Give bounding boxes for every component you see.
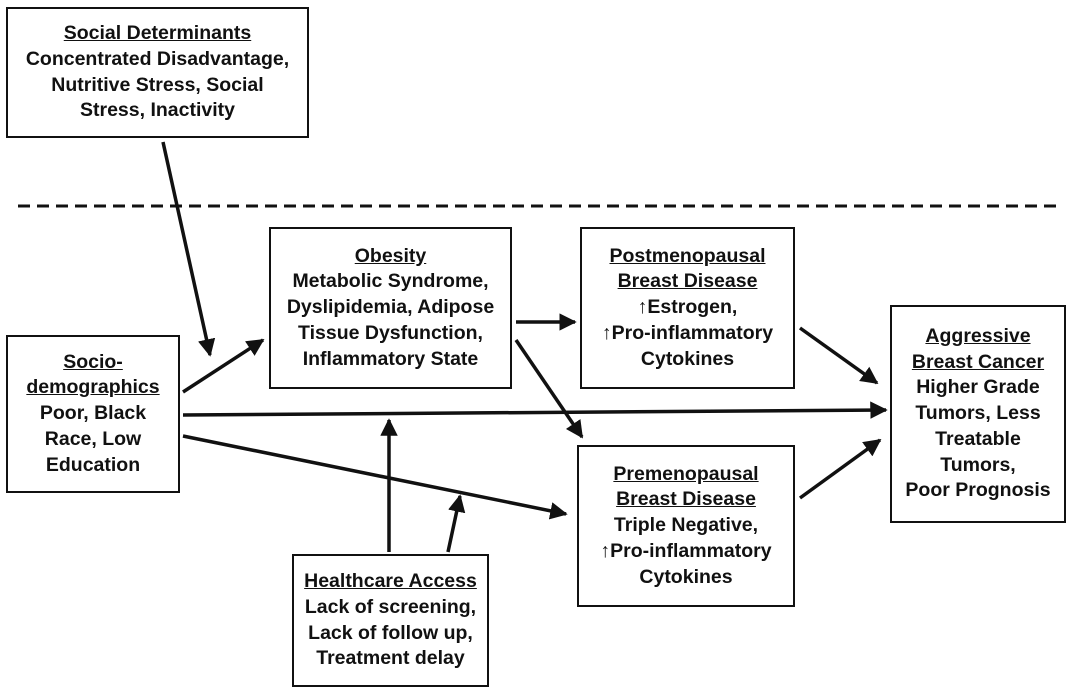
healthcare-access-line: Treatment delay bbox=[316, 647, 465, 670]
obesity-line: Metabolic Syndrome, bbox=[292, 270, 489, 293]
healthcare-access-line: Lack of follow up, bbox=[308, 621, 473, 644]
arrow-socio-to-obesity bbox=[182, 338, 265, 394]
postmenopausal-line: ↑Estrogen, bbox=[637, 296, 738, 319]
sociodemographics-title: Socio- bbox=[63, 350, 123, 373]
sociodemographics-title: demographics bbox=[26, 376, 160, 399]
obesity-line: Dyslipidemia, Adipose bbox=[286, 296, 495, 319]
postmenopausal-box: Postmenopausal Breast Disease ↑Estrogen,… bbox=[580, 227, 795, 389]
arrow-socio-to-aggressive bbox=[182, 401, 888, 419]
obesity-line: Inflammatory State bbox=[302, 347, 479, 370]
postmenopausal-line: Cytokines bbox=[640, 347, 735, 370]
sociodemographics-box: Socio- demographics Poor, Black Race, Lo… bbox=[6, 335, 180, 493]
obesity-line: Tissue Dysfunction, bbox=[298, 321, 483, 344]
arrow-obesity-to-pre bbox=[514, 339, 584, 439]
arrow-post-to-aggressive bbox=[798, 326, 879, 385]
sociodemographics-line: Education bbox=[45, 453, 141, 476]
premenopausal-line: Triple Negative, bbox=[613, 514, 759, 537]
healthcare-access-line: Lack of screening, bbox=[304, 595, 477, 618]
healthcare-access-box: Healthcare Access Lack of screening, Lac… bbox=[292, 554, 489, 687]
arrow-health-to-path bbox=[446, 494, 466, 553]
healthcare-access-title: Healthcare Access bbox=[304, 570, 477, 593]
social-determinants-title: Social Determinants bbox=[63, 22, 252, 45]
aggressive-cancer-line: Tumors, Less bbox=[915, 402, 1041, 425]
premenopausal-line: Cytokines bbox=[639, 565, 733, 588]
arrow-social-to-path bbox=[161, 141, 216, 357]
aggressive-cancer-line: Tumors, bbox=[940, 453, 1016, 476]
social-determinants-line: Concentrated Disadvantage, bbox=[25, 47, 290, 70]
sociodemographics-line: Race, Low bbox=[44, 427, 142, 450]
postmenopausal-title: Breast Disease bbox=[617, 270, 758, 293]
aggressive-cancer-title: Breast Cancer bbox=[911, 350, 1045, 373]
arrow-pre-to-aggressive bbox=[798, 438, 882, 500]
aggressive-cancer-line: Poor Prognosis bbox=[905, 479, 1051, 502]
aggressive-cancer-title: Aggressive bbox=[925, 324, 1031, 347]
premenopausal-line: ↑Pro-inflammatory bbox=[600, 539, 772, 562]
aggressive-cancer-box: Aggressive Breast Cancer Higher Grade Tu… bbox=[890, 305, 1066, 523]
arrow-socio-to-pre bbox=[182, 434, 568, 520]
obesity-box: Obesity Metabolic Syndrome, Dyslipidemia… bbox=[269, 227, 512, 389]
postmenopausal-title: Postmenopausal bbox=[609, 244, 766, 267]
postmenopausal-line: ↑Pro-inflammatory bbox=[601, 321, 774, 344]
sociodemographics-line: Poor, Black bbox=[39, 402, 147, 425]
premenopausal-title: Premenopausal bbox=[613, 462, 759, 485]
aggressive-cancer-line: Treatable bbox=[935, 427, 1021, 450]
social-determinants-line: Stress, Inactivity bbox=[80, 99, 235, 122]
social-determinants-box: Social Determinants Concentrated Disadva… bbox=[6, 7, 309, 138]
premenopausal-box: Premenopausal Breast Disease Triple Nega… bbox=[577, 445, 795, 607]
aggressive-cancer-line: Higher Grade bbox=[916, 376, 1040, 399]
obesity-title: Obesity bbox=[354, 244, 427, 267]
premenopausal-title: Breast Disease bbox=[616, 488, 756, 511]
social-determinants-line: Nutritive Stress, Social bbox=[51, 73, 264, 96]
